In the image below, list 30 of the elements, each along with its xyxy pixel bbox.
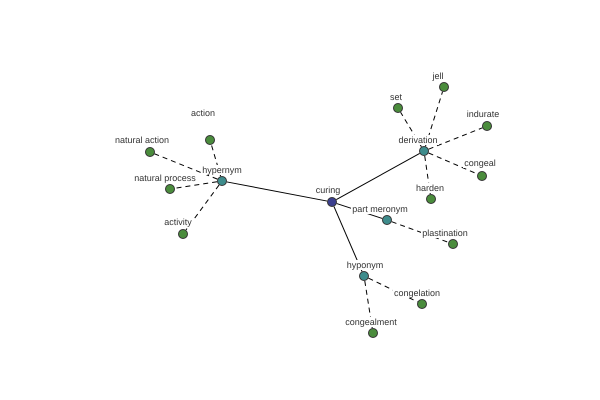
node-label: part meronym	[351, 204, 409, 214]
connector	[336, 152, 420, 200]
node-label: natural action	[114, 135, 170, 145]
dashed-connector	[154, 153, 218, 180]
dashed-connector	[364, 280, 373, 329]
dashed-connector	[424, 155, 431, 195]
node-label: congelation	[392, 288, 442, 298]
dashed-connector	[210, 144, 222, 177]
node-label: plastination	[421, 228, 469, 238]
dashed-connector	[428, 127, 483, 150]
dashed-connector	[400, 112, 422, 148]
node-label: curing	[314, 185, 342, 195]
node-label: congeal	[463, 158, 497, 168]
node-label: natural process	[133, 173, 197, 183]
dashed-connector	[185, 184, 220, 230]
node-label: action	[190, 108, 216, 118]
node-label: hyponym	[346, 260, 384, 270]
connector	[333, 206, 363, 272]
node-label: harden	[414, 183, 446, 193]
dashed-connector	[391, 221, 449, 243]
node-label: derivation	[397, 135, 439, 145]
dashed-connector	[425, 91, 443, 147]
node-label: jell	[431, 71, 444, 81]
node-label: hypernym	[201, 165, 243, 175]
node-label: activity	[163, 217, 193, 227]
connector	[226, 181, 328, 202]
node-label: indurate	[466, 109, 500, 119]
dashed-connector	[174, 181, 218, 189]
node-label: set	[388, 92, 403, 102]
node-label: congealment	[344, 317, 398, 327]
